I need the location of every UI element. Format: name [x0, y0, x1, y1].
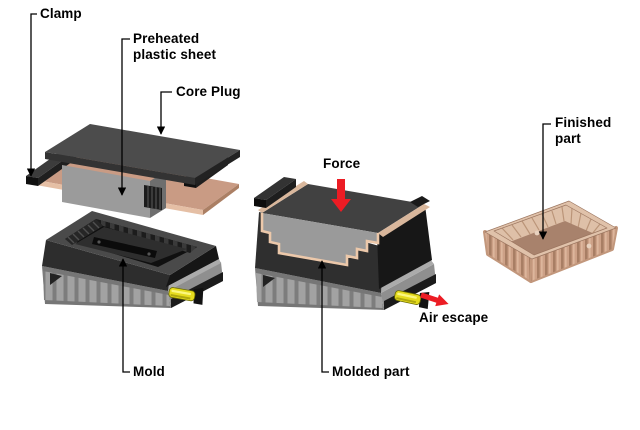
tray-hole [534, 230, 540, 236]
clamp-bar-closed-left [254, 177, 296, 208]
mold-cavity-back-wall [96, 219, 197, 253]
label-mold: Mold [133, 364, 165, 379]
label-air-escape: Air escape [419, 310, 489, 325]
leader-line-molded-part [317, 260, 329, 373]
mold-front-face [42, 240, 170, 291]
leader-line-clamp [26, 13, 37, 177]
leader-line-finished-part [538, 123, 551, 240]
tray-hole [586, 243, 592, 249]
label-force: Force [323, 156, 361, 171]
plug-plate-top [45, 124, 240, 178]
vent-nozzle [168, 287, 204, 305]
label-finished-part: Finished part [555, 115, 612, 146]
leader-line-mold [118, 258, 130, 373]
plug-body [62, 165, 150, 218]
sheet-rim-left [258, 181, 308, 213]
label-clamp: Clamp [40, 6, 82, 21]
label-molded-part: Molded part [332, 364, 410, 379]
label-preheated-sheet: Preheated plastic sheet [133, 31, 217, 62]
clamp-bar-closed-right [410, 196, 430, 207]
label-core-plug: Core Plug [176, 84, 241, 99]
mold2-base-notch [263, 275, 275, 287]
force-arrow [331, 179, 351, 212]
leader-line-preheated-sheet [117, 38, 130, 196]
mold2-base-ribs [256, 273, 383, 308]
molded-sheet-outline [260, 213, 380, 267]
mold-cavity-left-ribs [67, 221, 100, 244]
leader-line-core-plug [156, 91, 172, 135]
mold-cavity-floor [75, 227, 187, 263]
tray-rim [484, 200, 617, 260]
finished-part-tray [483, 200, 618, 283]
mold-base-ribs [43, 271, 170, 306]
molded-part-cross-section [260, 213, 380, 267]
air-escape-arrow [420, 292, 449, 307]
mold-base-notch [50, 273, 62, 285]
sheet-rim-right [378, 204, 430, 237]
tray-floor [507, 221, 597, 257]
mold-exploded [42, 211, 223, 308]
plug-ribbed-block [144, 185, 162, 210]
mold-cavity-slot [92, 237, 157, 258]
core-plug [45, 124, 240, 218]
